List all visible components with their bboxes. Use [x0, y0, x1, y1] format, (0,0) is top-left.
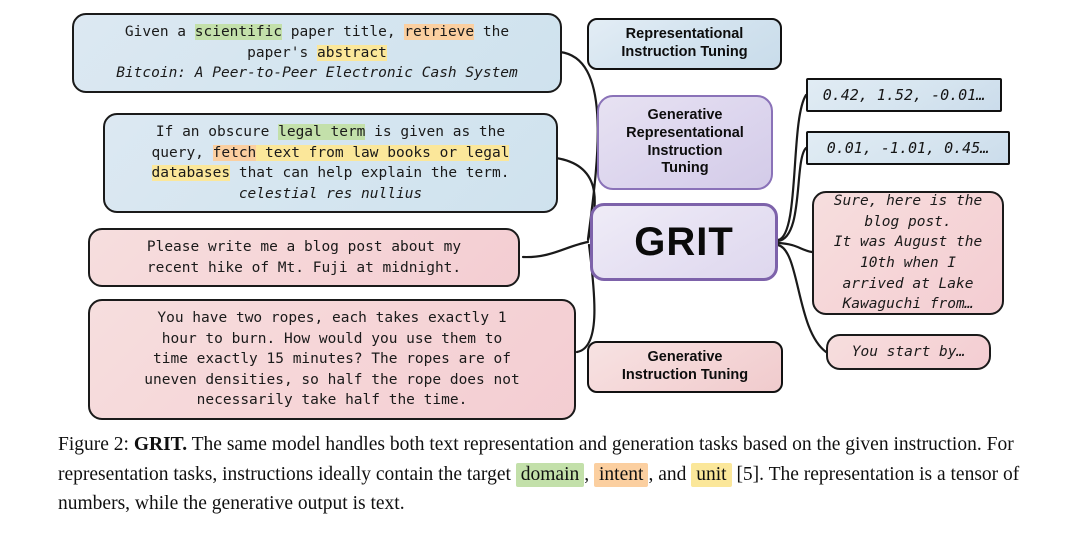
- scientific-paper-prompt-text: Given a scientific paper title, retrieve…: [116, 22, 518, 84]
- embedding-vector-2: 0.01, -1.01, 0.45…: [806, 131, 1010, 165]
- highlight-unit-abstract: abstract: [316, 44, 387, 61]
- prompt-line-3: databases that can help explain the term…: [151, 165, 510, 182]
- stage-label-line-2: Instruction Tuning: [621, 367, 749, 383]
- connector-grit-to-vector2: [776, 146, 808, 243]
- blog-post-response: Sure, here is the blog post. It was Augu…: [812, 191, 1004, 315]
- stage-representational-instruction-tuning: Representational Instruction Tuning: [587, 18, 782, 70]
- response-line-5: arrived at Lake: [842, 275, 974, 292]
- embedding-vector-2-text: 0.01, -1.01, 0.45…: [826, 139, 990, 157]
- prompt-line-2: paper's abstract: [247, 44, 387, 61]
- response-line-3: It was August the: [833, 234, 983, 251]
- rope-puzzle-prompt-text: You have two ropes, each takes exactly 1…: [144, 308, 519, 411]
- legal-term-prompt: If an obscure legal term is given as the…: [103, 113, 558, 214]
- response-line-1: Sure, here is the: [833, 193, 983, 210]
- highlight-unit-law-books-b: databases: [151, 165, 231, 182]
- prompt-line-2: recent hike of Mt. Fuji at midnight.: [146, 259, 462, 276]
- caption-sep-2: , and: [648, 463, 692, 485]
- caption-sep-1: ,: [584, 463, 595, 485]
- caption-part-1: The same model handles both text represe…: [58, 434, 1014, 485]
- highlight-intent-retrieve: retrieve: [404, 24, 475, 40]
- rope-puzzle-prompt: You have two ropes, each takes exactly 1…: [88, 299, 576, 420]
- prompt-line-1: You have two ropes, each takes exactly 1: [157, 310, 507, 326]
- stage-label-line-1: Generative: [647, 349, 723, 366]
- grit-label: GRIT: [634, 219, 734, 264]
- prompt-line-1: Given a scientific paper title, retrieve…: [124, 24, 510, 40]
- stage-label-line-2: Instruction Tuning: [621, 44, 748, 60]
- stage-generative-representational-instruction-tuning: Generative Representational Instruction …: [597, 95, 773, 190]
- prompt-line-1: Please write me a blog post about my: [146, 239, 462, 255]
- figure-grit-diagram: Given a scientific paper title, retrieve…: [72, 13, 1010, 420]
- legal-term-prompt-text: If an obscure legal term is given as the…: [151, 122, 510, 204]
- connector-blog-to-grit: [521, 240, 590, 259]
- prompt-line-3: time exactly 15 minutes? The ropes are o…: [153, 351, 511, 368]
- prompt-line-1: If an obscure legal term is given as the: [155, 124, 506, 140]
- caption-highlight-intent: intent: [594, 462, 649, 487]
- response-line-6: Kawaguchi from…: [842, 296, 974, 313]
- blog-post-prompt: Please write me a blog post about my rec…: [88, 228, 520, 288]
- response-line-4: 10th when I: [859, 255, 957, 271]
- connector-grit-to-vector1: [776, 93, 808, 242]
- stage-generative-instruction-tuning: Generative Instruction Tuning: [587, 341, 783, 393]
- highlight-domain-legal-term: legal term: [278, 124, 366, 140]
- prompt-line-5: necessarily take half the time.: [196, 392, 468, 409]
- stage-label-line-4: Tuning: [661, 160, 709, 177]
- stage-label-line-1: Representational: [625, 26, 744, 43]
- caption-bold-title: GRIT.: [133, 434, 188, 455]
- embedding-vector-1-text: 0.42, 1.52, -0.01…: [822, 86, 986, 104]
- prompt-line-2: query, fetch text from law books or lega…: [151, 144, 510, 161]
- caption-prefix: Figure 2:: [58, 434, 134, 455]
- highlight-domain-scientific: scientific: [194, 24, 283, 40]
- prompt-line-2: hour to burn. How would you use them to: [161, 330, 503, 347]
- prompt-line-4: uneven densities, so half the rope does …: [144, 371, 520, 388]
- rope-puzzle-response: You start by…: [826, 334, 991, 370]
- stage-label-line-2: Representational: [626, 124, 744, 141]
- response-line-1: You start by…: [851, 343, 966, 360]
- scientific-paper-prompt: Given a scientific paper title, retrieve…: [72, 13, 562, 93]
- highlight-intent-fetch: fetch: [212, 144, 257, 161]
- figure-caption: Figure 2: GRIT. The same model handles b…: [58, 430, 1026, 519]
- embedding-vector-1: 0.42, 1.52, -0.01…: [806, 78, 1002, 112]
- response-line-2: blog post.: [864, 213, 952, 230]
- caption-part-2: [5]. The representation is a tensor of n…: [58, 463, 1020, 515]
- blog-post-prompt-text: Please write me a blog post about my rec…: [147, 237, 461, 278]
- blog-post-response-text: Sure, here is the blog post. It was Augu…: [834, 191, 982, 314]
- connector-grit-to-blog-response: [776, 241, 814, 254]
- highlight-unit-law-books-a: text from law books or legal: [256, 144, 510, 161]
- grit-center-node: GRIT: [590, 203, 778, 281]
- prompt-line-4-query: celestial res nullius: [238, 185, 423, 202]
- caption-highlight-domain: domain: [515, 462, 585, 487]
- connector-legal-to-grit: [554, 156, 596, 242]
- prompt-line-3-query: Bitcoin: A Peer-to-Peer Electronic Cash …: [116, 65, 518, 82]
- stage-label-line-3: Instruction: [647, 142, 723, 159]
- caption-highlight-unit: unit: [691, 462, 732, 487]
- stage-label-line-1: Generative: [647, 106, 723, 123]
